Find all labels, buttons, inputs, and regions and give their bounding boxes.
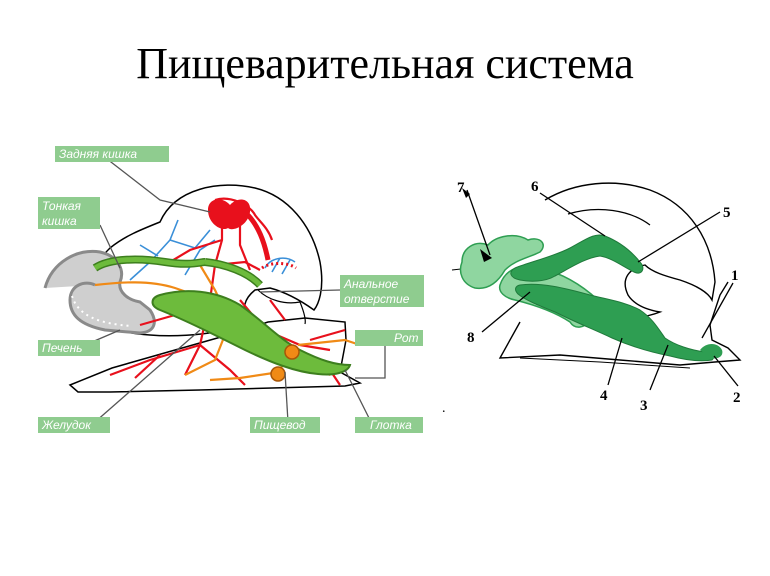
right-mouth-end	[700, 344, 723, 359]
number-1: 1	[731, 268, 739, 284]
number-2: 2	[733, 390, 741, 406]
nerve-ganglion-2	[270, 366, 286, 382]
right-snail-diagram: 7 6 5 1 8 4 3 2	[451, 179, 742, 414]
label-esophagus-text: Пищевод	[254, 418, 306, 432]
label-hindgut-text: Задняя кишка	[59, 147, 137, 161]
left-snail-diagram: Задняя кишка Тонкая кишка Анальное отвер…	[38, 146, 424, 433]
label-mouth-text: Рот	[394, 331, 419, 345]
label-liver-text: Печень	[42, 341, 83, 355]
liver-dots	[71, 295, 133, 327]
mantle-cavity-outline	[257, 289, 306, 325]
number-7: 7	[457, 180, 465, 196]
label-stomach: Желудок	[38, 417, 110, 433]
label-pharynx-text: Глотка	[370, 418, 412, 432]
label-mouth: Рот	[355, 330, 423, 346]
right-foot-inner	[519, 357, 691, 369]
kidney-shape	[246, 213, 271, 261]
right-intestine	[510, 234, 644, 282]
number-6: 6	[531, 179, 539, 195]
number-5: 5	[723, 205, 731, 221]
right-shell-outline	[544, 182, 716, 321]
snail-body-outline	[68, 317, 363, 393]
liver-shape	[43, 249, 156, 335]
number-3: 3	[640, 398, 648, 414]
page-title: Пищеварительная система	[136, 39, 634, 88]
stray-mark: .	[442, 401, 446, 416]
label-liver: Печень	[38, 340, 100, 356]
label-pointers	[84, 151, 386, 423]
label-pharynx: Глотка	[355, 417, 423, 433]
number-4: 4	[600, 388, 608, 404]
label-small-intestine-line1: Тонкая	[42, 199, 82, 213]
number-8: 8	[467, 330, 475, 346]
label-anal-opening-line2: отверстие	[344, 292, 410, 306]
right-liver-lobe	[459, 234, 544, 290]
label-anal-opening: Анальное отверстие	[340, 275, 424, 307]
heart-shape	[208, 199, 251, 230]
label-small-intestine: Тонкая кишка	[38, 197, 100, 229]
label-stomach-text: Желудок	[41, 418, 92, 432]
label-small-intestine-line2: кишка	[42, 214, 77, 228]
label-anal-opening-line1: Анальное	[343, 277, 399, 291]
stomach-shape	[151, 290, 352, 376]
label-esophagus: Пищевод	[250, 417, 320, 433]
right-pointers	[466, 189, 739, 391]
right-shell-inner-arc	[567, 208, 651, 226]
right-stomach	[515, 283, 715, 362]
intestine-tube-inner	[93, 257, 206, 271]
nerve-ganglion-1	[284, 344, 300, 360]
label-hindgut: Задняя кишка	[55, 146, 169, 162]
hindgut-tube-inner	[204, 259, 262, 287]
right-pointer-arrows	[462, 188, 492, 262]
